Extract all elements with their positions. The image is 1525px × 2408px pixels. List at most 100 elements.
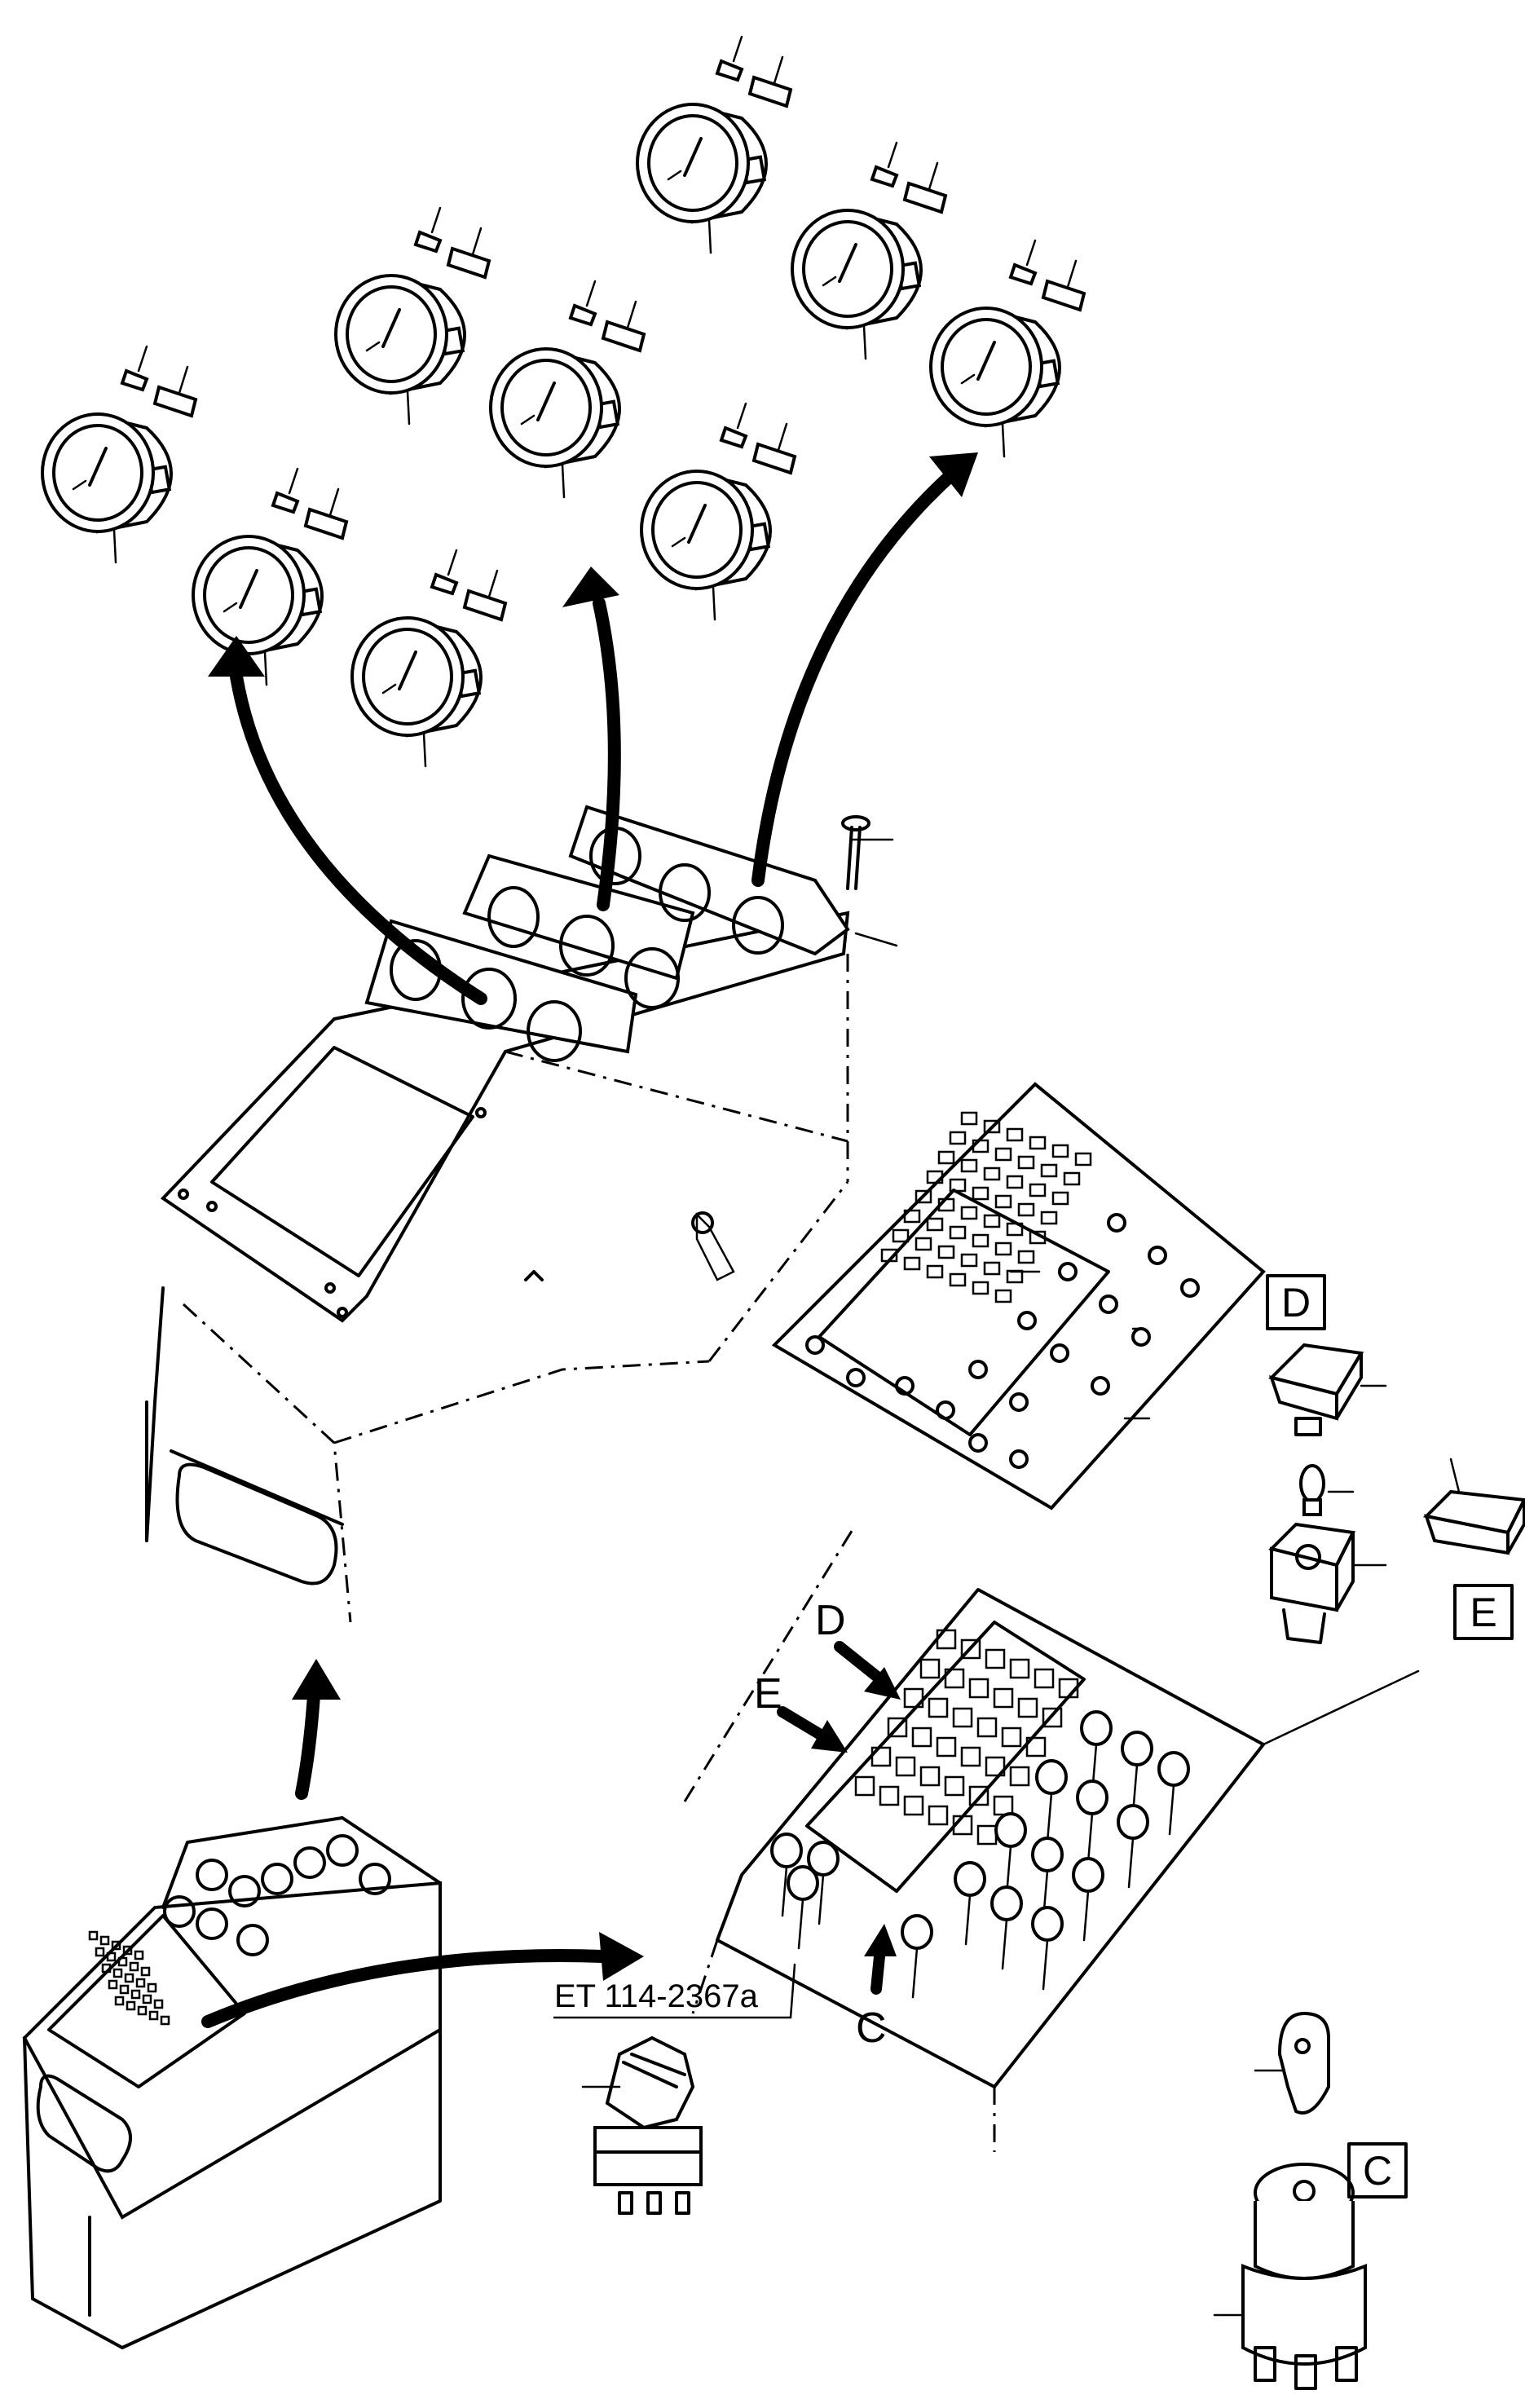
panel-switch-slot — [994, 1289, 1012, 1303]
reference-code: ET 114-2367a — [554, 1978, 759, 2014]
panel-switch-slot — [972, 1233, 989, 1248]
detail-knob — [901, 1914, 933, 1950]
switch-caps — [1268, 1343, 1525, 1644]
detail-knob — [1072, 1857, 1104, 1893]
gauge-5 — [489, 280, 646, 499]
panel-switch-slot — [1017, 1250, 1035, 1264]
panel-switch-slot — [1029, 1230, 1047, 1245]
detail-knob — [1031, 1837, 1064, 1872]
detail-switch-slot — [1001, 1727, 1022, 1748]
panel-switch-slot — [915, 1189, 932, 1204]
panel-switch-slot — [1040, 1163, 1058, 1178]
panel-hole — [1180, 1278, 1200, 1298]
detail-knob — [990, 1885, 1023, 1921]
detail-switch-slot — [968, 1678, 989, 1699]
detail-switch-slot — [1009, 1658, 1030, 1679]
panel-switch-slot — [1006, 1127, 1024, 1142]
panel-switch-slot — [880, 1248, 898, 1263]
panel-hole — [895, 1376, 915, 1396]
detail-switch-slot — [1034, 1668, 1055, 1689]
detail-switch-slot — [968, 1785, 989, 1806]
detail-switch-slot — [919, 1766, 941, 1787]
detail-switch-slot — [952, 1815, 973, 1836]
panel-switch-slot — [983, 1119, 1001, 1134]
mini-switch — [117, 1956, 128, 1967]
detail-knob — [1031, 1906, 1064, 1942]
panel-switch-slot — [983, 1261, 1001, 1276]
panel-switch-slot — [983, 1214, 1001, 1228]
mini-switch — [95, 1947, 105, 1957]
panel-switch-slot — [949, 1178, 967, 1193]
panel-switch-slot — [926, 1264, 944, 1279]
mini-switch — [135, 1978, 146, 1988]
gauge-9 — [929, 239, 1086, 458]
detail-switch-slot — [960, 1746, 981, 1767]
mini-switch — [160, 2015, 170, 2026]
panel-switch-slot — [937, 1197, 955, 1212]
detail-switch-slot — [1042, 1707, 1063, 1728]
label-box-d — [1266, 1274, 1326, 1330]
detail-knob — [994, 1812, 1027, 1848]
label-c: C — [1363, 2148, 1392, 2194]
mini-switch — [142, 1994, 152, 2004]
detail-switch-slot — [993, 1795, 1014, 1816]
panel-switch-slot — [994, 1147, 1012, 1162]
panel-switch-slot — [949, 1225, 967, 1240]
panel-switch-slot — [949, 1131, 967, 1145]
mini-switch — [106, 1952, 117, 1962]
detail-knob — [1157, 1751, 1190, 1787]
mini-switch — [111, 1940, 121, 1951]
mini-switch — [88, 1930, 99, 1941]
switch-panel — [691, 1082, 1266, 1511]
detail-switch-slot — [976, 1717, 998, 1738]
mounting-screw — [841, 815, 870, 890]
mini-switch — [99, 1935, 110, 1946]
label-box-e — [1453, 1584, 1514, 1640]
detail-label-boxes: D E C — [1266, 1274, 1514, 2199]
label-d: D — [1281, 1280, 1311, 1325]
key-switch — [1213, 2011, 1367, 2390]
mini-switch — [108, 1979, 118, 1990]
panel-hole — [805, 1335, 825, 1355]
mini-switch — [140, 1966, 151, 1977]
panel-hole — [1017, 1311, 1037, 1330]
reference-leader — [553, 1963, 796, 2019]
panel-switch-slot — [1051, 1191, 1069, 1206]
label-e: E — [1470, 1590, 1496, 1635]
gauge-2 — [192, 467, 349, 686]
detail-switch-slot — [1058, 1678, 1079, 1699]
panel-hole — [1091, 1376, 1110, 1396]
instrument-panel-housing — [145, 805, 850, 1623]
panel-hole — [1050, 1343, 1069, 1363]
detail-switch-slot — [903, 1795, 924, 1816]
mini-switch — [147, 1982, 157, 1993]
panel-switch-slot — [937, 1245, 955, 1259]
detail-knob — [787, 1865, 819, 1901]
mini-switch — [126, 2000, 136, 2011]
panel-switch-slot — [1051, 1144, 1069, 1158]
panel-hole — [1107, 1213, 1126, 1233]
detail-switch-slot — [985, 1648, 1006, 1669]
overview-console — [22, 1816, 442, 2349]
panel-switch-slot — [994, 1194, 1012, 1209]
detail-switch-slot — [854, 1775, 875, 1797]
mini-switch — [124, 1973, 134, 1983]
panel-switch-slot — [960, 1206, 978, 1220]
panel-switch-slot — [903, 1209, 921, 1224]
detail-knob — [1080, 1710, 1113, 1746]
detail-switch-slot — [919, 1658, 941, 1679]
panel-switch-slot — [1017, 1202, 1035, 1217]
panel-switch-slot — [1006, 1175, 1024, 1189]
panel-hole — [1058, 1262, 1078, 1281]
detail-panel — [683, 1524, 1420, 2152]
detail-switch-slot — [903, 1687, 924, 1709]
panel-hole — [1009, 1449, 1029, 1469]
panel-switch-slot — [903, 1256, 921, 1271]
panel-switch-slot — [937, 1150, 955, 1165]
assembly-arrows — [201, 452, 978, 2028]
panel-switch-slot — [960, 1253, 978, 1268]
detail-switch-slot — [936, 1629, 957, 1650]
mini-switch — [114, 1996, 125, 2006]
panel-switch-slot — [1029, 1183, 1047, 1197]
panel-hole — [1099, 1294, 1118, 1314]
